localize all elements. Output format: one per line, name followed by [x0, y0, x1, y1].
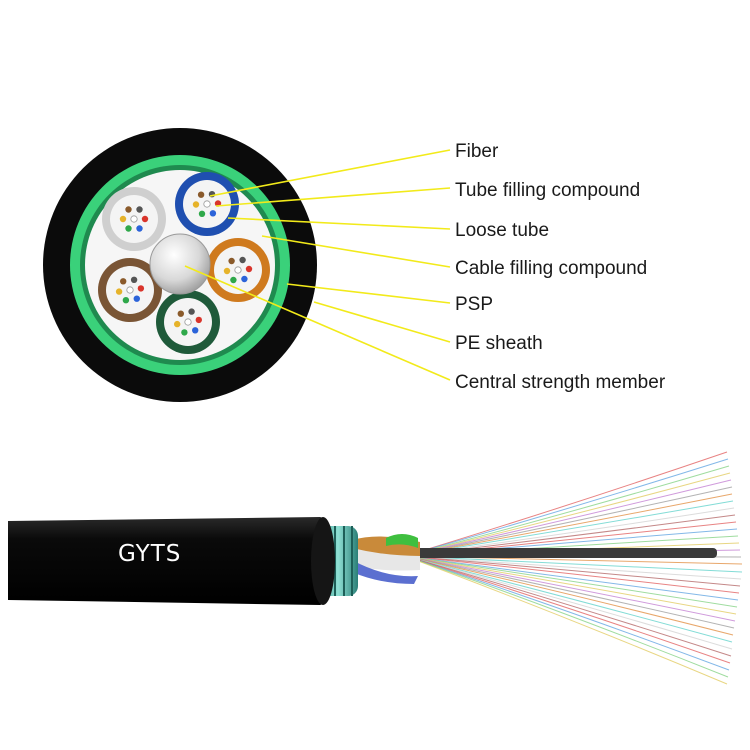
fiber-strand [404, 555, 736, 622]
fiber-dot [188, 308, 195, 315]
fiber-strand [404, 555, 740, 594]
fiber-strand [404, 555, 732, 657]
fiber-strand [404, 493, 733, 557]
fiber-dot [197, 191, 205, 198]
fiber-dot [115, 288, 123, 295]
fiber-dot [192, 327, 199, 334]
fiber-dot [239, 256, 246, 264]
leader-loose-tube [227, 217, 451, 230]
fiber-strand [404, 555, 738, 608]
fiber-dot [209, 210, 217, 217]
fiber-dot [228, 257, 235, 265]
fiber-strand [404, 472, 731, 557]
cable-side-view: GYTS [8, 451, 743, 685]
fiber-dot [120, 278, 127, 285]
leader-lines [184, 149, 451, 381]
fibers [115, 191, 253, 336]
fiber-strand [404, 555, 728, 685]
fiber-dot [125, 206, 132, 213]
leader-tube-filling [215, 187, 451, 207]
fiber-dot [198, 210, 206, 217]
fiber-dot [223, 267, 231, 275]
fiber-strand [404, 500, 734, 557]
fiber-strand [404, 555, 731, 664]
fiber-strand [404, 479, 732, 557]
fiber-strand [404, 486, 733, 557]
fiber-dot [141, 215, 149, 223]
fiber-dot [119, 215, 127, 223]
fiber-strand [404, 555, 734, 636]
fiber-strand [404, 465, 730, 557]
fiber-dot [184, 318, 192, 326]
labels: Fiber Tube filling compound Loose tube C… [455, 141, 666, 393]
leader-fiber [209, 149, 451, 197]
fiber-dot [137, 285, 145, 292]
fiber-dot [181, 329, 188, 336]
fiber-dot [126, 286, 134, 294]
fiber-dot [130, 215, 138, 223]
label-cable-filling: Cable filling compound [455, 258, 647, 279]
leader-central-member [184, 265, 451, 381]
fiber-strand [404, 555, 739, 601]
fiber-dot [192, 201, 200, 208]
fiber-dot [122, 297, 130, 304]
label-loose-tube: Loose tube [455, 220, 549, 241]
label-pe-sheath: PE sheath [455, 333, 543, 354]
fiber-dot [174, 320, 181, 328]
label-fiber: Fiber [455, 141, 499, 162]
fiber-strand [404, 555, 741, 587]
fiber-dot [136, 225, 143, 232]
cross-section [43, 128, 317, 402]
fiber-dot [241, 275, 248, 283]
fiber-dot [208, 191, 216, 198]
fiber-dot [130, 276, 138, 283]
fiber-dot [230, 276, 237, 284]
sheath-end [311, 517, 335, 605]
fiber-strand [404, 555, 730, 671]
fiber-strand [404, 555, 737, 615]
fiber-dot [245, 265, 253, 273]
loose-tube-bundle [352, 534, 420, 584]
fiber-strand [404, 555, 742, 580]
outer-sheath [8, 517, 334, 605]
fiber-strand [404, 555, 729, 678]
leader-cable-filling [261, 235, 451, 268]
fiber-dot [133, 295, 140, 302]
fiber-dot [234, 266, 242, 274]
fiber-strand [404, 555, 735, 629]
fiber-strand [404, 555, 733, 650]
label-tube-filling: Tube filling compound [455, 180, 640, 201]
fiber-dot [203, 200, 211, 208]
cable-marking: GYTS [118, 541, 181, 567]
fiber-strand [404, 555, 733, 643]
central-member-rod [415, 548, 717, 558]
leader-psp [286, 283, 451, 304]
fiber-dot [125, 225, 132, 232]
fiber-dot [195, 316, 202, 324]
label-psp: PSP [455, 294, 493, 315]
leader-pe-sheath [313, 301, 451, 343]
central-strength-member [149, 233, 211, 295]
fiber-dot [136, 206, 143, 213]
label-central-member: Central strength member [455, 372, 666, 393]
fiber-dot [177, 310, 184, 317]
fiber-strands [404, 451, 743, 685]
fiber-strand [404, 458, 729, 557]
fiber-strand [404, 451, 728, 557]
